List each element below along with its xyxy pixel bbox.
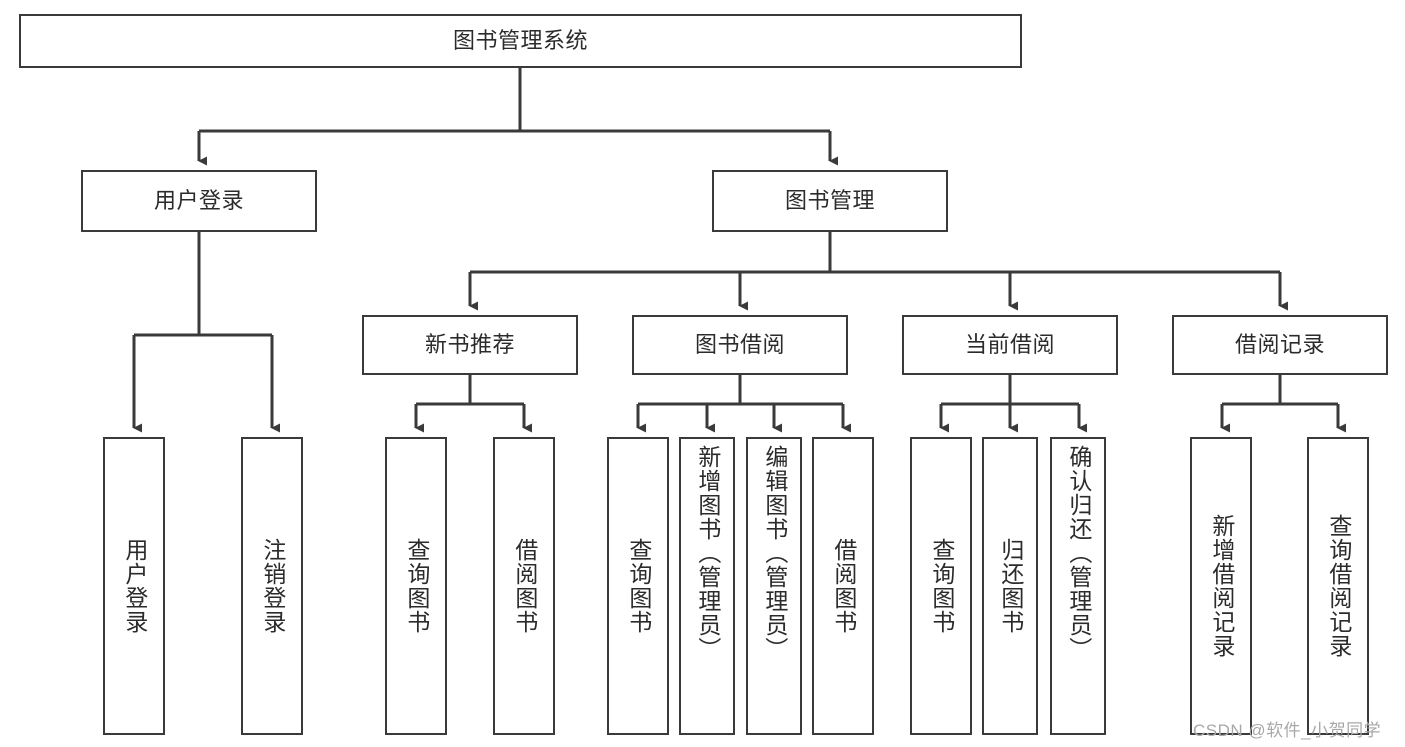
- node-book-borrow-label: 图书借阅: [694, 332, 785, 357]
- node-leaf-logout-login-label: 注销登录: [259, 538, 286, 634]
- node-book-management[interactable]: 图书管理: [712, 170, 948, 232]
- node-leaf-query-book-3-label: 查询图书: [928, 538, 955, 634]
- node-borrow-record-label: 借阅记录: [1234, 332, 1325, 357]
- node-leaf-edit-book-label: 编辑图书（管理员）: [761, 445, 788, 661]
- node-leaf-add-book[interactable]: 新增图书（管理员）: [679, 437, 735, 735]
- node-leaf-borrow-book-1[interactable]: 借阅图书: [493, 437, 555, 735]
- node-leaf-query-book-3[interactable]: 查询图书: [910, 437, 972, 735]
- node-leaf-query-record[interactable]: 查询借阅记录: [1307, 437, 1369, 735]
- node-user-login-label: 用户登录: [153, 188, 244, 213]
- node-leaf-query-book-1-label: 查询图书: [403, 538, 430, 634]
- node-leaf-query-book-1[interactable]: 查询图书: [385, 437, 447, 735]
- node-book-management-label: 图书管理: [784, 188, 875, 213]
- node-root[interactable]: 图书管理系统: [19, 14, 1022, 68]
- node-leaf-user-login[interactable]: 用户登录: [103, 437, 165, 735]
- node-current-borrow-label: 当前借阅: [964, 332, 1055, 357]
- node-root-label: 图书管理系统: [452, 28, 588, 53]
- node-leaf-add-book-label: 新增图书（管理员）: [694, 445, 721, 661]
- node-leaf-confirm-return[interactable]: 确认归还（管理员）: [1050, 437, 1106, 735]
- node-leaf-borrow-book-1-label: 借阅图书: [511, 538, 538, 634]
- csdn-watermark: CSDN @软件_小贺同学: [1193, 721, 1382, 740]
- node-leaf-query-book-2[interactable]: 查询图书: [607, 437, 669, 735]
- node-new-book-recommend[interactable]: 新书推荐: [362, 315, 578, 375]
- node-leaf-user-login-label: 用户登录: [121, 538, 148, 634]
- node-book-borrow[interactable]: 图书借阅: [632, 315, 848, 375]
- node-leaf-borrow-book-2-label: 借阅图书: [830, 538, 857, 634]
- node-new-book-recommend-label: 新书推荐: [424, 332, 515, 357]
- node-leaf-add-record-label: 新增借阅记录: [1208, 514, 1235, 658]
- node-leaf-confirm-return-label: 确认归还（管理员）: [1065, 445, 1092, 661]
- node-current-borrow[interactable]: 当前借阅: [902, 315, 1118, 375]
- node-leaf-query-book-2-label: 查询图书: [625, 538, 652, 634]
- node-leaf-add-record[interactable]: 新增借阅记录: [1190, 437, 1252, 735]
- node-leaf-borrow-book-2[interactable]: 借阅图书: [812, 437, 874, 735]
- node-leaf-logout-login[interactable]: 注销登录: [241, 437, 303, 735]
- node-user-login[interactable]: 用户登录: [81, 170, 317, 232]
- node-borrow-record[interactable]: 借阅记录: [1172, 315, 1388, 375]
- node-leaf-query-record-label: 查询借阅记录: [1325, 514, 1352, 658]
- node-leaf-return-book[interactable]: 归还图书: [982, 437, 1038, 735]
- node-leaf-return-book-label: 归还图书: [997, 538, 1024, 634]
- node-leaf-edit-book[interactable]: 编辑图书（管理员）: [746, 437, 802, 735]
